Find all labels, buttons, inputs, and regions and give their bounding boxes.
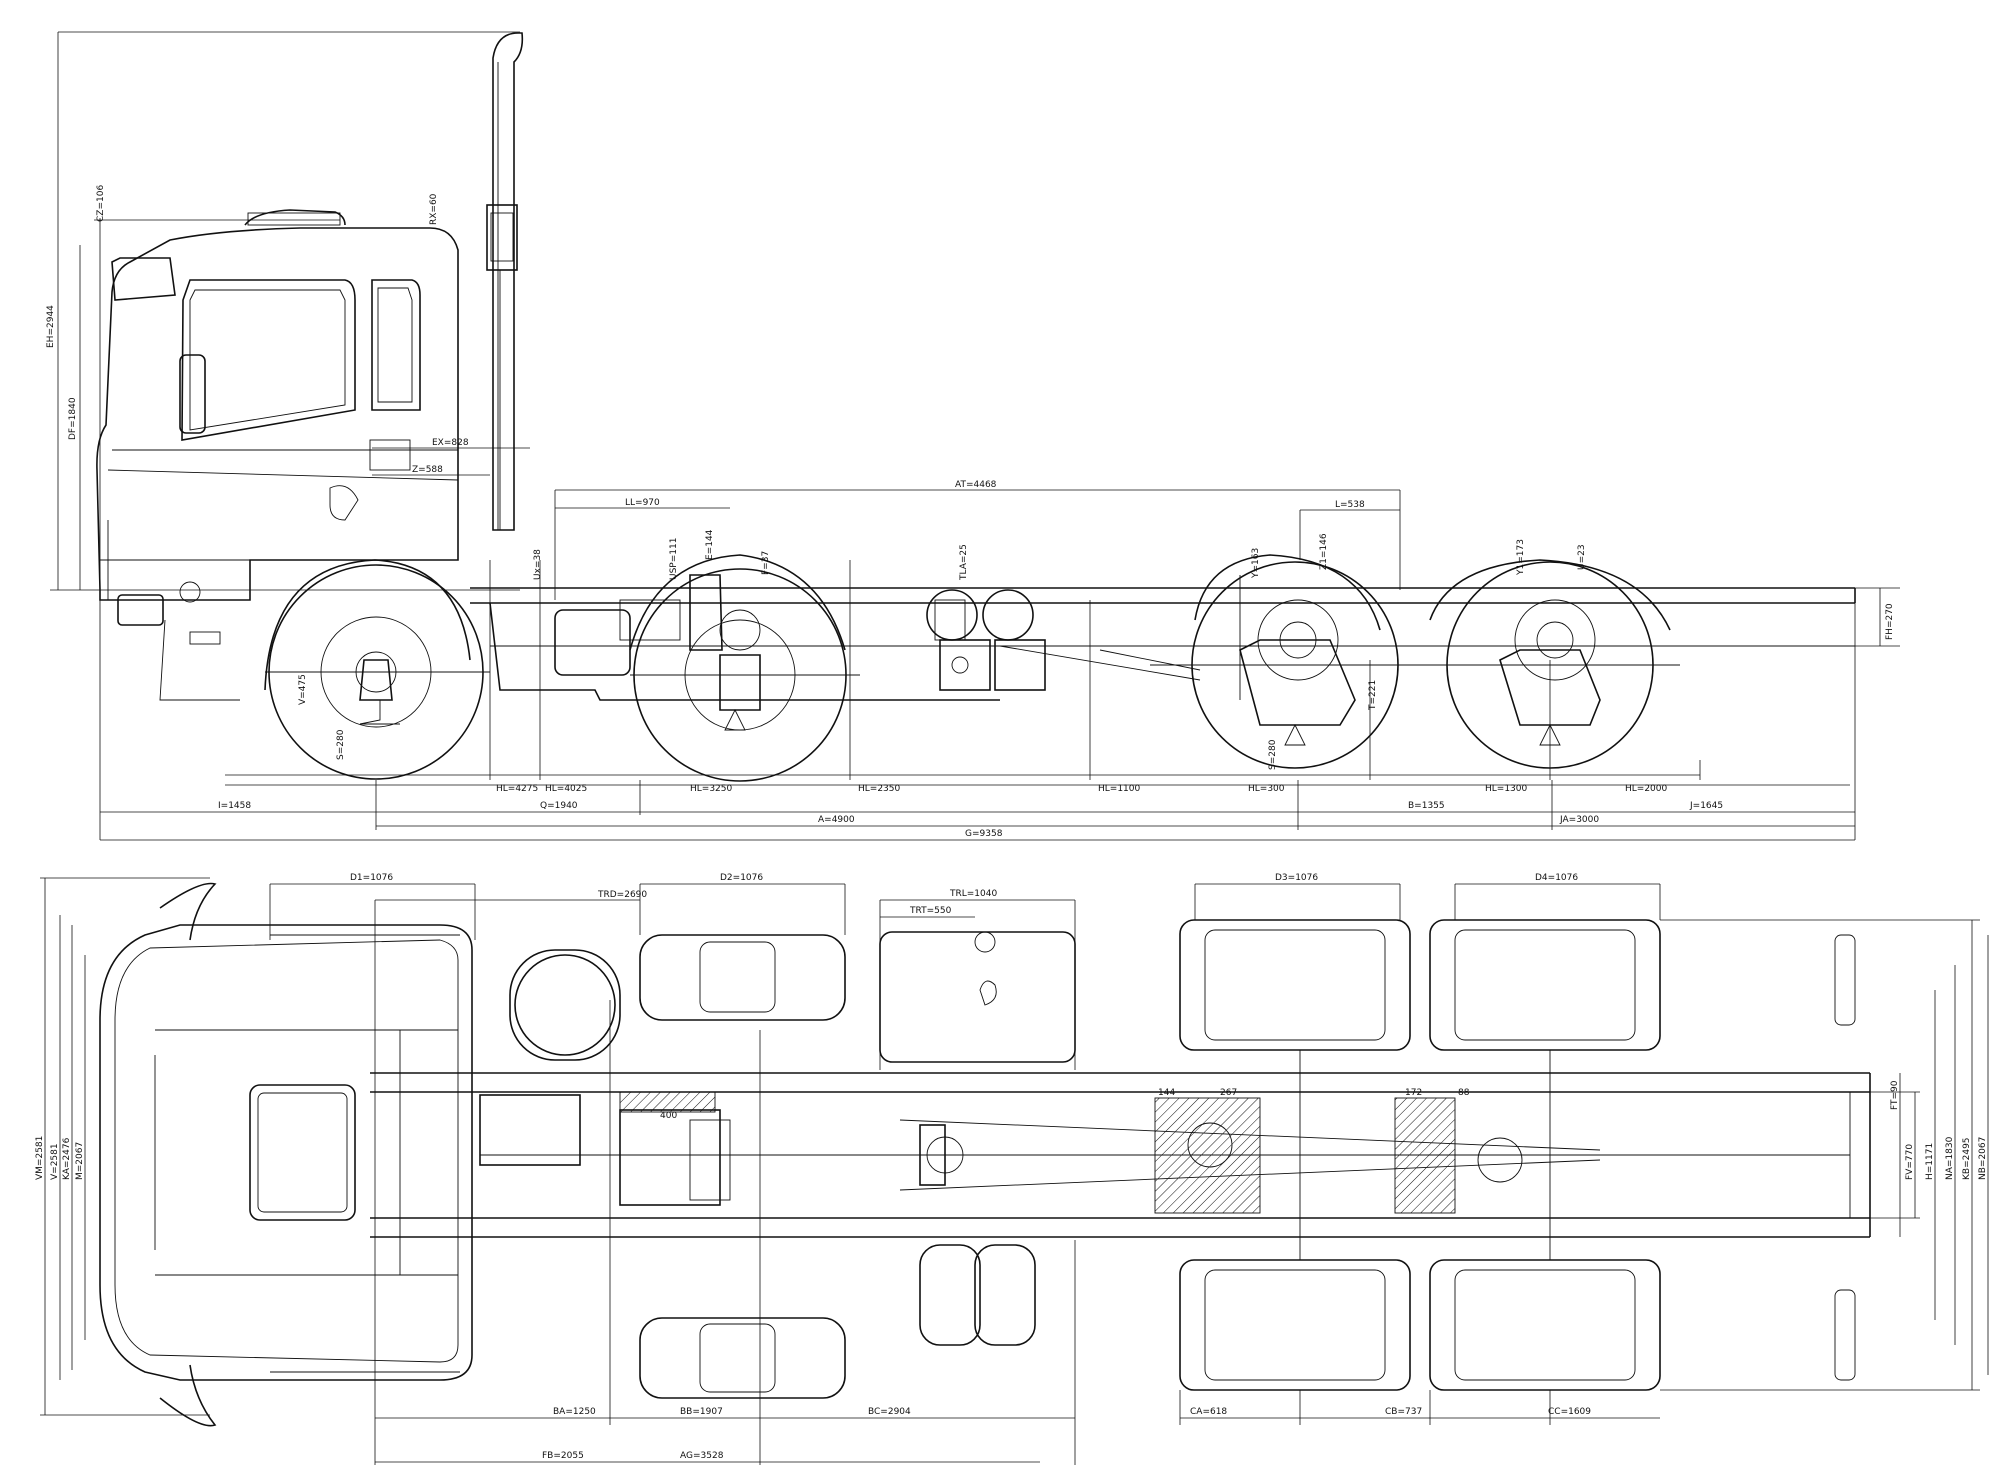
fuel-tanks [639, 931, 1076, 1399]
dim-ba: BA=1250 [553, 1407, 596, 1417]
dim-eh: EH=2944 [46, 305, 56, 348]
label-y: Z1=146 [1319, 533, 1329, 570]
dim-ag: AG=3528 [680, 1451, 724, 1461]
dim-cb: CB=737 [1385, 1407, 1422, 1417]
dim-ca: CA=618 [1190, 1407, 1227, 1417]
label-ux: V=475 [298, 674, 308, 705]
label-usp: USP=111 [669, 538, 679, 580]
hl-1100: HL=1100 [1098, 784, 1141, 794]
exhaust-stack [486, 32, 524, 531]
label-ll: LL=970 [625, 498, 660, 508]
label-trl: TRL=1040 [949, 889, 997, 899]
dim-df: DF=1840 [68, 397, 78, 440]
dim-nb: NB=2067 [1978, 1137, 1988, 1180]
label-400: 400 [660, 1111, 677, 1121]
label-v: T=221 [1368, 680, 1378, 711]
label-trt: TRT=550 [909, 906, 952, 916]
dim-b: B=1355 [1408, 801, 1445, 811]
dim-vm: VM=2581 [35, 1136, 45, 1180]
side-top-dimensions: AT=4468 LL=970 L=538 Ux=38 [533, 480, 1401, 600]
dim-ja: JA=3000 [1559, 815, 1599, 825]
rear-axle-2: Y1=173 U=23 [1420, 539, 1680, 769]
dim-fv: FV=770 [1905, 1144, 1915, 1180]
engine-top: 400 [479, 949, 964, 1206]
label-tla: TLA=25 [959, 544, 969, 581]
side-left-dimensions: CZ=106 EH=2944 DF=1840 [46, 31, 520, 591]
dim-h: H=1171 [1925, 1143, 1935, 1180]
dim-i: I=1458 [218, 801, 251, 811]
label-267: 267 [1220, 1088, 1237, 1098]
side-view: CZ=106 EH=2944 DF=1840 [46, 31, 1900, 841]
hl-3250: HL=3250 [690, 784, 733, 794]
dim-cc: CC=1609 [1548, 1407, 1591, 1417]
label-trd: TRD=2690 [597, 890, 647, 900]
dim-a: A=4900 [818, 815, 855, 825]
dim-m: M=2067 [75, 1142, 85, 1180]
front-wheel: V=475 S=280 [264, 559, 490, 780]
label-fh: FH=270 [1885, 603, 1895, 640]
label-s: S=280 [336, 729, 346, 760]
label-at: AT=4468 [955, 480, 997, 490]
dim-ft: FT=90 [1890, 1080, 1900, 1110]
label-88: 88 [1458, 1088, 1470, 1098]
side-bottom-dimensions: I=1458 Q=1940 B=1355 J=1645 A=4900 JA=30… [99, 600, 1856, 841]
dim-ka: KA=2476 [62, 1137, 72, 1180]
frame-rails-top [370, 1072, 1871, 1238]
label-e: E=144 [705, 529, 715, 560]
drivetrain-components [554, 574, 1046, 691]
label-u: Ux=38 [533, 549, 543, 580]
hl-1300: HL=1300 [1485, 784, 1528, 794]
label-x: Y=163 [1251, 548, 1261, 579]
dim-j: J=1645 [1689, 801, 1723, 811]
top-view: VM=2581 V=2581 KA=2476 M=2067 [35, 873, 1989, 1465]
top-dimension-bars: D1=1076 D2=1076 TRD=2690 TRL=1040 TRT=55… [269, 873, 1661, 1070]
top-left-dimensions: VM=2581 V=2581 KA=2476 M=2067 [35, 877, 210, 1416]
rear-axles-top: 144 267 172 88 [1154, 919, 1856, 1391]
hl-2000: HL=2000 [1625, 784, 1668, 794]
dim-v: V=2581 [50, 1143, 60, 1180]
dim-kb: KB=2495 [1962, 1137, 1972, 1180]
label-t: S=280 [1268, 739, 1278, 770]
hl-2350: HL=2350 [858, 784, 901, 794]
label-144: 144 [1158, 1088, 1175, 1098]
label-d3: D3=1076 [1275, 873, 1318, 883]
label-f: F=37 [761, 551, 771, 575]
second-front-wheel: USP=111 E=144 F=37 TLA=25 [629, 529, 969, 782]
top-right-dimensions: FT=90 FV=770 H=1171 NA=1830 KB=2495 NB=2… [1660, 919, 1989, 1391]
label-d2: D2=1076 [720, 873, 763, 883]
top-bottom-dimensions: BA=1250 BB=1907 BC=2904 CA=618 CB=737 CC… [374, 900, 1660, 1465]
label-ex: EX=828 [432, 438, 469, 448]
hl-4275: HL=4275 [496, 784, 538, 794]
dim-bc: BC=2904 [868, 1407, 911, 1417]
dim-fb: FB=2055 [542, 1451, 584, 1461]
cab-top [99, 882, 473, 1427]
hl-dimensions: HL=4275 HL=4025 HL=3250 HL=2350 HL=1100 … [225, 560, 1850, 794]
label-z: Z=588 [412, 465, 443, 475]
label-y1: U=23 [1577, 544, 1587, 570]
chassis-frame: FH=270 [470, 587, 1900, 701]
label-rx: RX=60 [429, 193, 439, 225]
hl-300: HL=300 [1248, 784, 1285, 794]
hl-4025: HL=4025 [545, 784, 587, 794]
cab: RX=60 EX=828 Z=588 [96, 193, 530, 701]
dim-cz: CZ=106 [96, 185, 106, 222]
dim-g: G=9358 [965, 829, 1003, 839]
rear-axle-1: Y=163 Z1=146 T=221 S=280 [1150, 533, 1420, 770]
label-d1: D1=1076 [350, 873, 393, 883]
dim-bb: BB=1907 [680, 1407, 723, 1417]
label-172: 172 [1405, 1088, 1422, 1098]
label-z1: Y1=173 [1516, 539, 1526, 576]
label-l: L=538 [1335, 500, 1365, 510]
dim-na: NA=1830 [1945, 1136, 1955, 1180]
label-d4: D4=1076 [1535, 873, 1578, 883]
dim-q: Q=1940 [540, 801, 578, 811]
